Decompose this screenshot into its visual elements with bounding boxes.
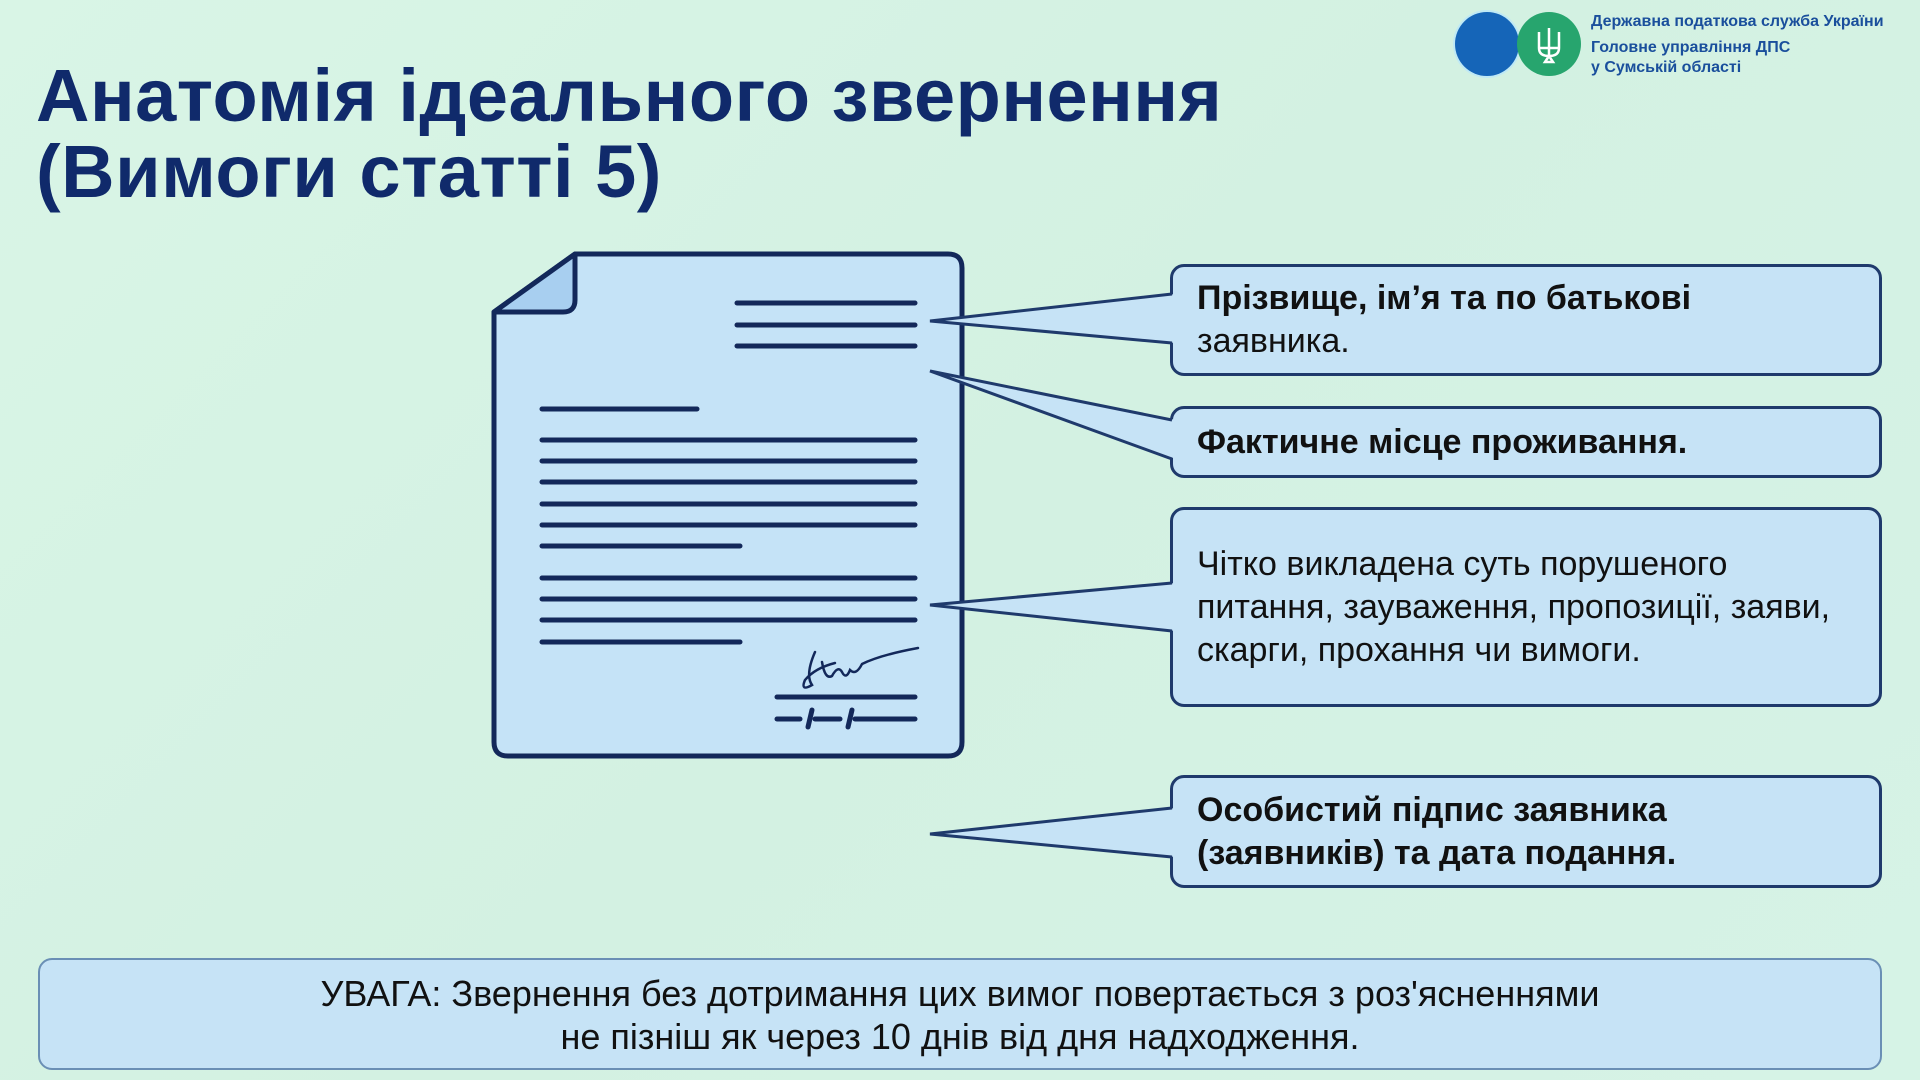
callout-bold-text: Фактичне місце проживання. — [1197, 422, 1688, 461]
callout-bold-text: Особистий підпис заявника (заявників) та… — [1197, 790, 1677, 872]
org-name: Державна податкова служба України Головн… — [1591, 12, 1884, 78]
signature-icon — [802, 646, 920, 689]
pointer-essence — [929, 581, 1173, 633]
warning-line-1: УВАГА: Звернення без дотримання цих вимо… — [320, 973, 1600, 1014]
title-line-1: Анатомія ідеального звернення — [36, 54, 1223, 137]
callout-signature-date: Особистий підпис заявника (заявників) та… — [1170, 775, 1882, 888]
pointer-signature — [929, 806, 1173, 859]
blue-circle-icon — [1455, 12, 1519, 76]
text-lines — [539, 300, 918, 730]
title-line-2: (Вимоги статті 5) — [36, 130, 662, 213]
callout-essence: Чітко викладена суть порушеного питання,… — [1170, 507, 1882, 707]
trident-icon — [1517, 12, 1581, 76]
warning-line-2: не пізніш як через 10 днів від дня надхо… — [560, 1016, 1360, 1057]
org-line-3: у Сумській області — [1591, 59, 1742, 76]
callout-residence: Фактичне місце проживання. — [1170, 406, 1882, 478]
callout-bold-text: Прізвище, ім’я та по батькові — [1197, 279, 1692, 317]
org-line-2: Головне управління ДПС — [1591, 39, 1791, 56]
page-title: Анатомія ідеального звернення (Вимоги ст… — [36, 58, 1222, 210]
org-logo: Державна податкова служба України Головн… — [1455, 12, 1915, 82]
document-icon — [491, 251, 965, 759]
callout-full-name: Прізвище, ім’я та по батькові заявника. — [1170, 264, 1882, 376]
warning-box: УВАГА: Звернення без дотримання цих вимо… — [38, 958, 1882, 1070]
callout-text: заявника. — [1197, 322, 1350, 360]
pointer-residence — [929, 369, 1173, 461]
pointer-full-name — [929, 292, 1173, 345]
org-line-1: Державна податкова служба України — [1591, 13, 1884, 30]
callout-text: Чітко викладена суть порушеного питання,… — [1197, 544, 1831, 669]
